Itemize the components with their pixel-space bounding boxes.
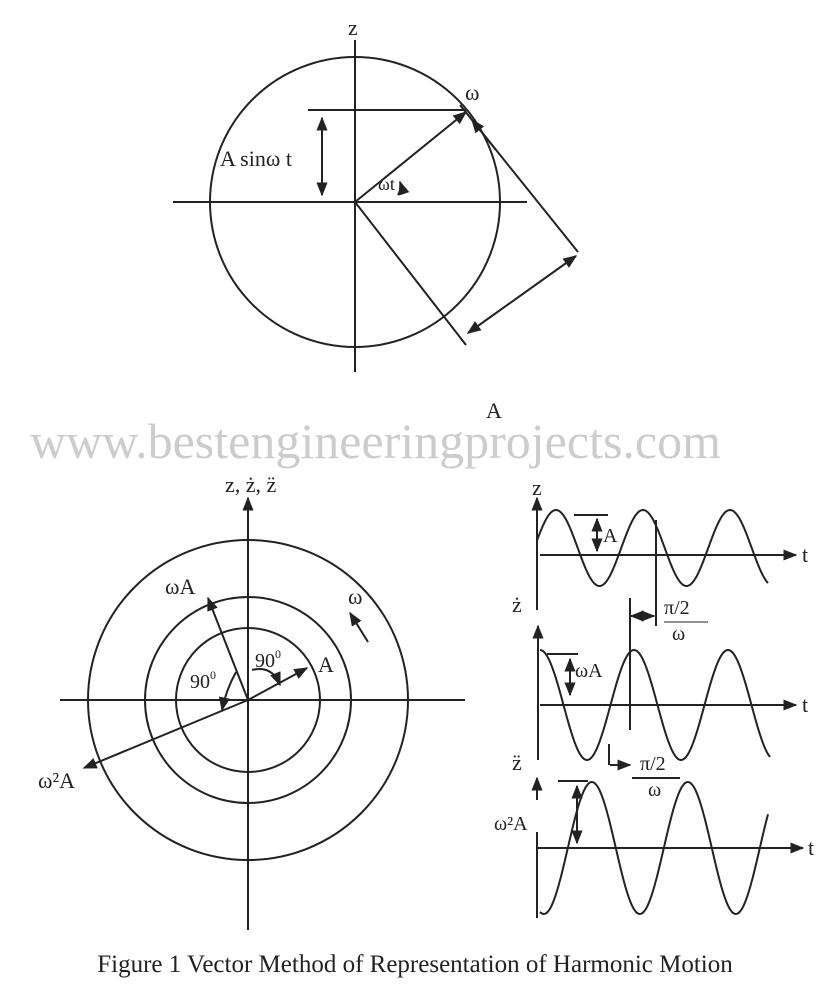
angle-label-1: 900 <box>190 668 216 693</box>
zddot-label: z̈ <box>512 750 522 775</box>
watermark: www.bestengineeringprojects.com <box>30 413 721 469</box>
rotation-arrow <box>471 118 497 151</box>
amplitude-arrow <box>466 255 578 334</box>
angle-label-2: 900 <box>255 647 281 672</box>
phase-num-2: π/2 <box>640 753 666 775</box>
figure-caption: Figure 1 Vector Method of Representation… <box>97 951 733 978</box>
angle-arc-2 <box>251 668 281 687</box>
velocity-wave <box>539 648 771 762</box>
omegaA-label: ωA <box>165 574 195 599</box>
vector-w2A <box>82 699 249 769</box>
angle-arc-1 <box>218 671 237 712</box>
z-label: z <box>348 15 358 40</box>
angle-arc <box>397 180 410 196</box>
omegaA-label: ωA <box>575 660 603 682</box>
radius-line <box>354 201 467 346</box>
z-label: z <box>532 475 542 500</box>
time-graphs: z t A π/2 ω ż t ωA π/2 ω z̈ t ω²A <box>494 475 814 918</box>
vector-A <box>247 667 309 701</box>
zdot-label: ż <box>512 592 522 617</box>
vector-A <box>354 111 468 203</box>
omega-label: ω <box>465 80 479 105</box>
phase-den-1: ω <box>672 623 685 645</box>
phase-num-1: π/2 <box>664 597 690 619</box>
w2A-label: ω²A <box>38 768 75 793</box>
displacement-wave <box>536 508 769 587</box>
wt-label: ωt <box>378 174 395 194</box>
phasor-diagram: z, ż, z̈ A ωA ω²A ω 900 900 <box>38 472 465 930</box>
w2A-graph-label: ω²A <box>494 813 528 835</box>
phase-den-2: ω <box>648 779 661 801</box>
vector-omegaA <box>207 596 249 701</box>
A-label: A <box>603 525 618 547</box>
rotation-arrow <box>349 611 369 643</box>
amplitude-label: A <box>486 398 502 423</box>
rotating-vector-diagram: z A ω A sinω t ωt <box>173 15 579 423</box>
t-label-1: t <box>802 542 808 567</box>
t-label-3: t <box>808 835 814 860</box>
axis-label: z, ż, z̈ <box>225 472 277 497</box>
A-label: A <box>318 652 334 677</box>
omega-label: ω <box>348 584 362 609</box>
asin-label: A sinω t <box>220 146 292 171</box>
t-label-2: t <box>802 692 808 717</box>
